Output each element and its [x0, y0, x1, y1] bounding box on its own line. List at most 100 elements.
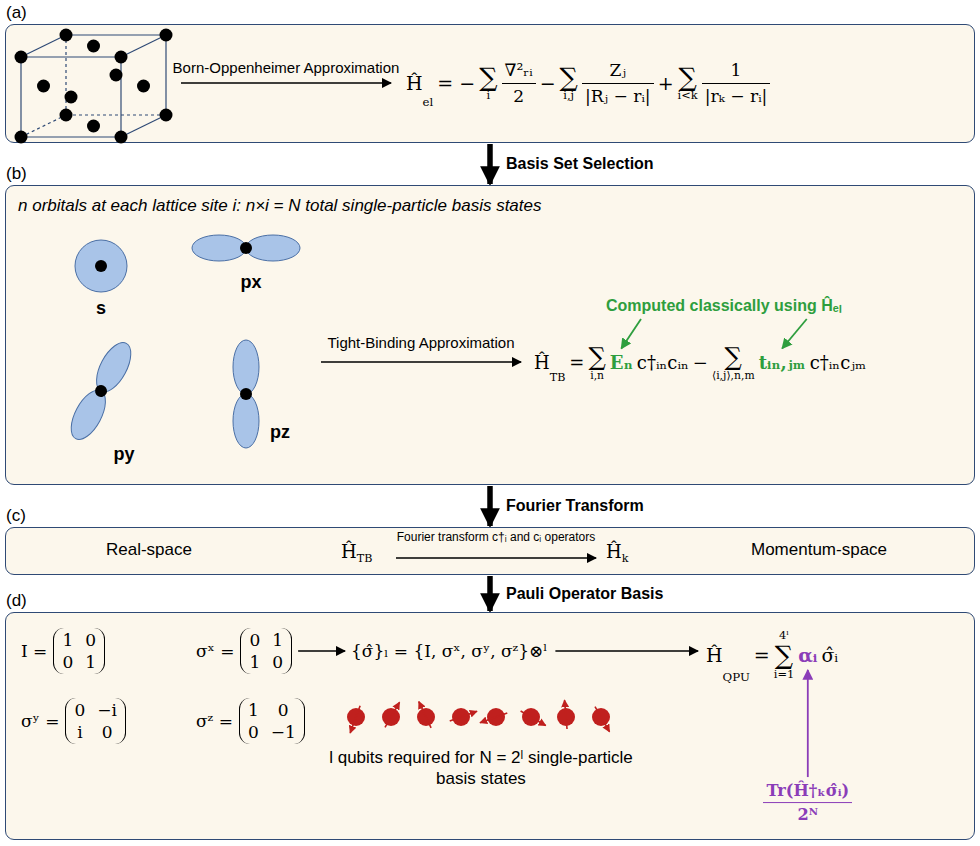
matrix-entry: 0 — [97, 722, 117, 742]
s-orbital — [75, 240, 127, 292]
orbital-label: s — [96, 298, 106, 319]
panel-label: (b) — [6, 164, 27, 184]
matrix-name: σᶻ = — [196, 711, 233, 731]
summation: ∑i,n — [588, 344, 605, 381]
flow-arrow — [487, 144, 493, 184]
matrix-entry: −i — [97, 700, 117, 720]
math-term: Ĥ — [341, 541, 357, 562]
denominator: |Rⱼ − rᵢ| — [582, 83, 654, 107]
matrix-name: I = — [21, 641, 47, 661]
summation: ∑i,j — [560, 64, 578, 103]
subscript: el — [423, 95, 434, 109]
matrix-brackets: 100−1 — [239, 698, 305, 744]
px-orbital — [192, 235, 300, 261]
math-term: + — [658, 72, 674, 94]
pauli-matrix: σˣ =0110 — [196, 628, 292, 674]
equation: Ĥk — [606, 541, 628, 562]
subscript: TB — [550, 370, 566, 383]
sum-sign: ∑ — [588, 344, 605, 370]
description: n orbitals at each lattice site i: n×i =… — [18, 196, 541, 216]
math-term: c†ᵢₙcᵢₙ — [637, 351, 689, 372]
math-term: = — [754, 644, 770, 666]
denominator: 2ᴺ — [763, 803, 852, 825]
annotation: Computed classically using Ĥₑₗ — [606, 294, 842, 316]
math-term: − — [693, 351, 708, 372]
summation: ∑i — [479, 64, 497, 103]
denominator: |rₖ − rᵢ| — [702, 83, 771, 107]
math-term: c†ᵢₙcⱼₘ — [810, 351, 866, 372]
arrow — [298, 650, 345, 652]
sum-sign: ∑ — [678, 64, 696, 91]
math-term: Ĥ — [706, 644, 723, 666]
numerator: 1 — [728, 60, 745, 83]
equation: ĤTB=∑i,nEₙc†ᵢₙcᵢₙ−∑⟨i,j⟩,n,mtᵢₙ,ⱼₘc†ᵢₙcⱼ… — [534, 344, 866, 381]
panel: (b)n orbitals at each lattice site i: n×… — [5, 185, 975, 485]
matrix-entry: 0 — [248, 722, 259, 742]
sum-limit: i — [487, 90, 491, 102]
arrow — [396, 557, 596, 559]
arrow-label: Fourier transform c†ᵢ and cᵢ operators — [397, 530, 596, 544]
panel: (d)l qubits required for N = 2ˡ single-p… — [5, 612, 975, 840]
equation: ĤTB — [341, 541, 372, 562]
fraction: 1|rₖ − rᵢ| — [702, 60, 771, 106]
matrix-entry: 0 — [62, 652, 73, 672]
arrow — [181, 82, 391, 84]
panel: (a)Born-Oppenheimer ApproximationĤel= −∑… — [5, 24, 975, 143]
orbital-label: py — [113, 444, 134, 465]
math-term: Ĥ — [606, 541, 622, 562]
summation: 4ˡ∑i=1 — [774, 630, 794, 681]
panel-label: (c) — [6, 506, 26, 526]
equation: Ĥel= −∑i∇²ᵣᵢ2−∑i,jZⱼ|Rⱼ − rᵢ|+∑i<k1|rₖ −… — [406, 60, 770, 106]
sum-sign: ∑ — [725, 344, 742, 370]
orbital-label: px — [240, 272, 261, 293]
numerator: Tr(Ĥ†ₖσ̂ᵢ) — [763, 781, 852, 802]
numerator: Zⱼ — [607, 60, 629, 83]
math-term: Ĥ — [406, 72, 423, 94]
arrow-label: Born-Oppenheimer Approximation — [173, 59, 400, 76]
arrow — [321, 361, 521, 363]
sum-limit: 4ˡ — [779, 630, 789, 642]
subscript: k — [622, 552, 629, 565]
math-term: = − — [437, 72, 475, 94]
math-term: σ̂ᵢ — [821, 644, 838, 666]
equation: Tr(Ĥ†ₖσ̂ᵢ)2ᴺ — [763, 781, 852, 825]
sum-sign: ∑ — [560, 64, 578, 91]
matrix-name: σʸ = — [21, 711, 59, 731]
sum-limit: i<k — [678, 90, 698, 102]
matrix-entry: −1 — [271, 722, 296, 742]
space-label: Momentum-space — [751, 540, 887, 560]
denominator: 2 — [502, 83, 536, 107]
matrix-entry: 1 — [248, 700, 259, 720]
caption: l qubits required for N = 2ˡ single-part… — [316, 747, 646, 790]
matrix-brackets: 0110 — [240, 628, 292, 674]
matrix-entry: 0 — [272, 652, 283, 672]
orbital-label: pz — [270, 422, 290, 443]
step-label: Basis Set Selection — [506, 155, 654, 173]
fraction: ∇²ᵣᵢ2 — [502, 60, 536, 106]
matrix-entry: i — [74, 722, 85, 742]
sum-limit: i=1 — [774, 668, 794, 680]
pauli-matrix: I =1001 — [21, 628, 105, 674]
arrow — [807, 670, 809, 777]
arrow — [782, 319, 807, 348]
matrix-entry: 0 — [249, 630, 260, 650]
arrow — [555, 650, 698, 652]
sum-sign: ∑ — [479, 64, 497, 91]
cubic-lattice — [15, 29, 173, 144]
matrix-brackets: 0−ii0 — [65, 698, 126, 744]
sum-limit: ⟨i,j⟩,n,m — [712, 369, 755, 380]
fraction: Zⱼ|Rⱼ − rᵢ| — [582, 60, 654, 106]
coefficient: αᵢ — [798, 644, 817, 666]
math-term: = — [569, 351, 584, 372]
sum-sign: ∑ — [775, 642, 793, 669]
matrix-entry: 0 — [74, 700, 85, 720]
space-label: Real-space — [106, 540, 192, 560]
numerator: ∇²ᵣᵢ — [502, 60, 536, 83]
qubit-row — [347, 700, 610, 733]
fraction: Tr(Ĥ†ₖσ̂ᵢ)2ᴺ — [763, 781, 852, 825]
step-label: Fourier Transform — [506, 497, 644, 515]
pauli-matrix: σʸ =0−ii0 — [21, 698, 126, 744]
step-label: Pauli Operator Basis — [506, 585, 663, 603]
py-orbital — [64, 337, 138, 445]
